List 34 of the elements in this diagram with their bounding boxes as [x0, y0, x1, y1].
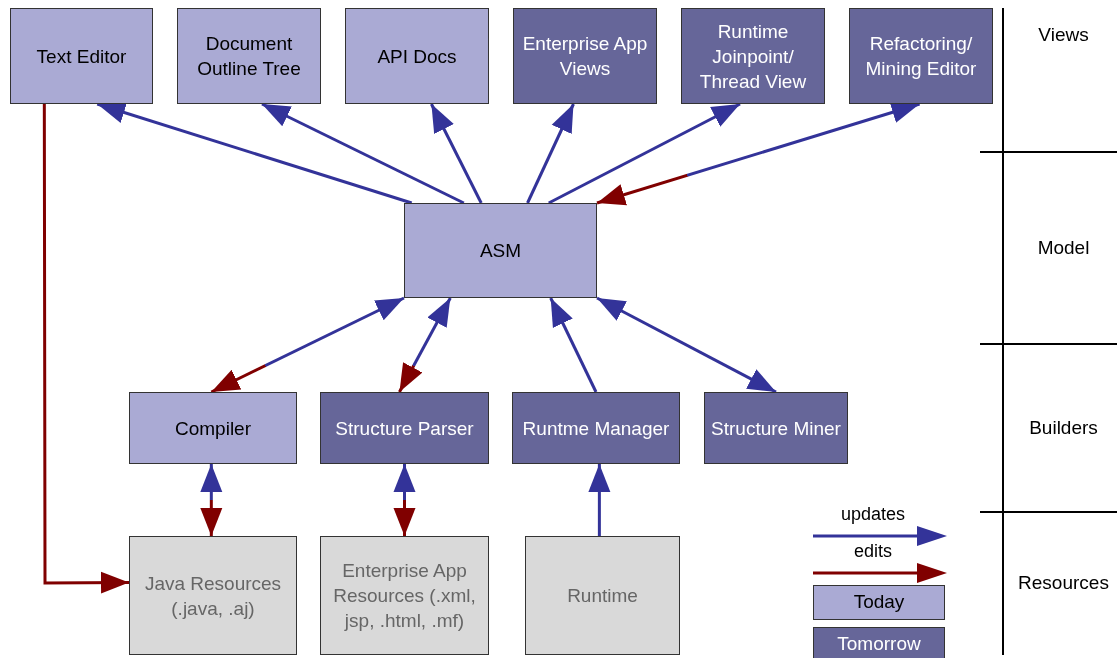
resource-box: Java Resources (.java, .aj)	[129, 536, 297, 655]
model-box: ASM	[404, 203, 597, 298]
builder-box: Compiler	[129, 392, 297, 464]
legend-label: updates	[839, 503, 907, 525]
arrow	[430, 103, 483, 204]
lane-label: Views	[1038, 22, 1089, 47]
lane-label: Model	[1037, 235, 1090, 260]
resource-box: Enterprise App Resources (.xml, jsp, .html, .mf)	[320, 536, 489, 655]
arrow	[549, 297, 598, 393]
view-box: Document Outline Tree	[177, 8, 321, 104]
builder-box: Structure Parser	[320, 392, 489, 464]
arrow	[588, 464, 611, 536]
arrow	[596, 296, 777, 394]
arrow	[526, 103, 575, 204]
legend-swatch: Today	[813, 585, 945, 620]
view-box: Refactoring/ Mining Editor	[849, 8, 993, 104]
arrow	[548, 102, 741, 205]
view-box: Text Editor	[10, 8, 153, 104]
arrow	[393, 464, 416, 536]
resource-box: Runtime	[525, 536, 680, 655]
arrow	[398, 297, 452, 393]
lane-label: Builders	[1029, 415, 1098, 440]
builder-box: Runtme Manager	[512, 392, 680, 464]
lane-label: Resources	[1018, 571, 1109, 596]
arrow	[210, 296, 405, 394]
arrow	[261, 102, 465, 205]
legend-swatch: Tomorrow	[813, 627, 945, 658]
view-box: API Docs	[345, 8, 489, 104]
legend-label: edits	[853, 540, 893, 562]
arrow	[200, 464, 223, 536]
builder-box: Structure Miner	[704, 392, 848, 464]
view-box: Runtime Joinpoint/ Thread View	[681, 8, 825, 104]
view-box: Enterprise App Views	[513, 8, 657, 104]
arrow	[42, 104, 129, 594]
